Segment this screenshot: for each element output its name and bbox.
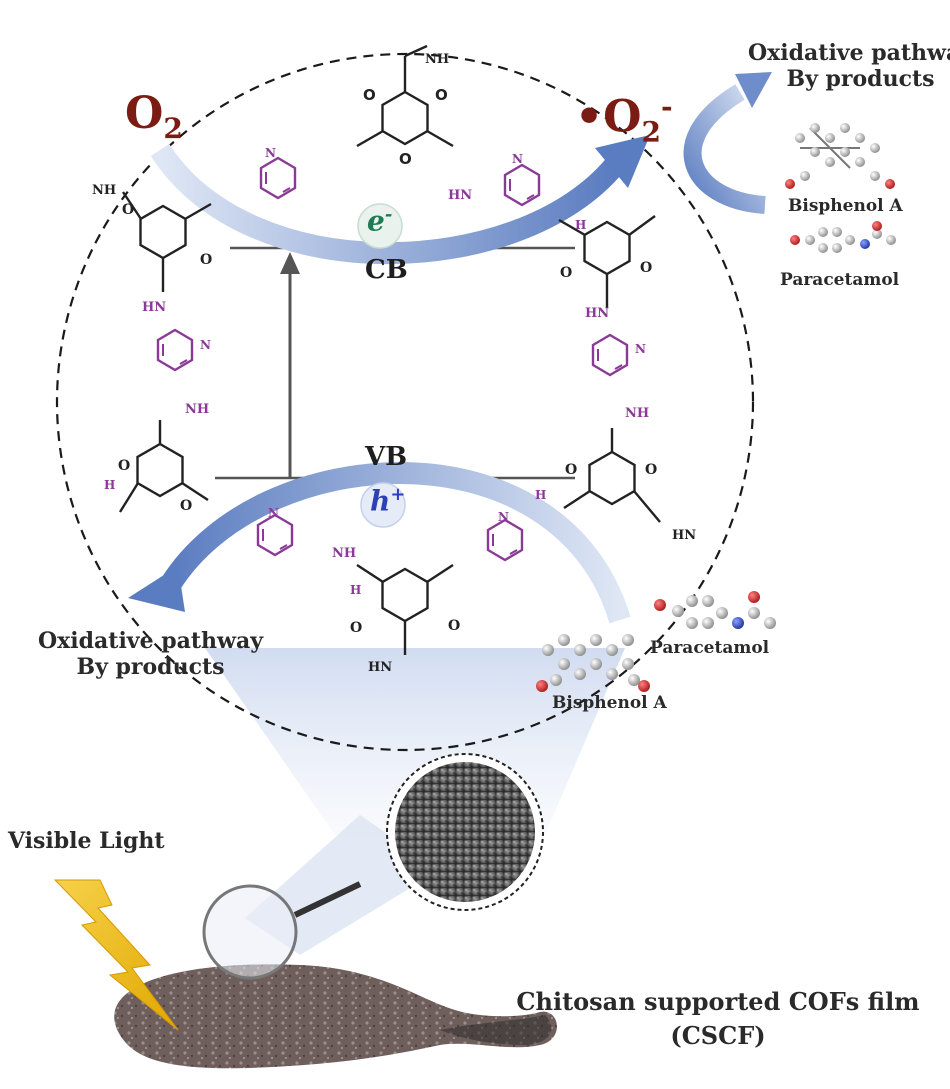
cof-ring-left-bottom xyxy=(118,420,209,513)
h-label-1: H xyxy=(575,218,587,232)
cof-ring-bottom xyxy=(356,563,454,655)
bisphenol-a-molecule-top xyxy=(785,123,895,189)
svg-text:O: O xyxy=(363,86,376,104)
excitation-arrowhead xyxy=(280,252,300,274)
n-label-1: N xyxy=(265,146,276,160)
cscf-film xyxy=(114,964,557,1069)
bisphenol-a-label-bottom: Bisphenol A xyxy=(552,693,667,713)
electron-symbol: e xyxy=(367,204,385,238)
cof-ring-right-top xyxy=(558,215,656,308)
oxidative-pathway-top-line2: By products xyxy=(786,66,935,92)
n-label-6: N xyxy=(498,510,509,524)
nh-label-top: NH xyxy=(425,52,450,67)
o-label-bottom-2: O xyxy=(448,618,461,634)
nh-label-left-low: NH xyxy=(185,402,210,417)
hn-label-left: HN xyxy=(142,300,167,315)
svg-text:O: O xyxy=(399,150,412,168)
electron-charge: - xyxy=(384,204,393,225)
hn-label-top-right: HN xyxy=(448,188,473,203)
h-label-3: H xyxy=(535,488,547,502)
hole-charge: + xyxy=(390,484,406,505)
n-label-5: N xyxy=(268,506,279,520)
h-label-4: H xyxy=(350,583,362,597)
paracetamol-label-top: Paracetamol xyxy=(780,270,900,290)
cof-ring-right-bottom xyxy=(563,428,661,523)
sem-particle-icon xyxy=(395,762,535,902)
svg-text:O: O xyxy=(435,86,448,104)
nh-label-right: NH xyxy=(625,406,650,421)
pollutant-to-byproduct-arrow xyxy=(683,84,766,214)
nh-label-left: NH xyxy=(92,183,117,198)
hn-label-right: HN xyxy=(585,306,610,321)
linker-bottom-left xyxy=(256,513,294,557)
linker-right xyxy=(591,333,629,377)
byproduct-arrowhead xyxy=(735,72,772,108)
cof-ring-left-top xyxy=(122,191,212,292)
bisphenol-a-label-top: Bisphenol A xyxy=(788,196,903,216)
superoxide-label: •O2- xyxy=(575,90,673,148)
paracetamol-molecule-bottom xyxy=(654,591,776,629)
lightning-icon xyxy=(53,879,179,1031)
electron-transfer-arrow xyxy=(150,143,624,265)
paracetamol-molecule-top xyxy=(790,221,896,253)
electron-badge xyxy=(357,203,403,249)
conduction-band-label: CB xyxy=(365,255,408,285)
o-label-right-1: O xyxy=(560,265,573,281)
o-label-left-1: O xyxy=(122,202,135,218)
n-label-3: N xyxy=(200,338,211,352)
hole-arrowhead xyxy=(128,566,185,612)
film-tail-shadow xyxy=(440,1015,552,1046)
oxidative-pathway-bottom: Oxidative pathway By products xyxy=(38,628,263,680)
cof-framework-boundary xyxy=(55,52,755,752)
hole-oxidation-arrow xyxy=(160,462,631,624)
electron-label: e- xyxy=(367,204,392,237)
oxygen-label: O2 xyxy=(125,88,183,145)
linker-left xyxy=(156,328,194,372)
superoxide-superscript: - xyxy=(660,90,673,123)
oxidative-pathway-bottom-line1: Oxidative pathway xyxy=(38,628,264,654)
visible-light-label: Visible Light xyxy=(8,828,165,854)
oxidative-pathway-bottom-line2: By products xyxy=(76,654,225,680)
oxidative-pathway-top: Oxidative pathway By products xyxy=(748,40,950,92)
hole-badge xyxy=(360,482,406,528)
linker-top-left xyxy=(259,156,297,200)
cscf-label-name: Chitosan supported COFs film xyxy=(516,987,920,1016)
oxygen-subscript: 2 xyxy=(163,111,183,145)
valence-band-label: VB xyxy=(365,442,408,472)
hn-label-bottom-right: HN xyxy=(672,528,697,543)
paracetamol-label-bottom: Paracetamol xyxy=(650,638,770,658)
o-label-right-4: O xyxy=(645,462,658,478)
n-label-2: N xyxy=(512,152,523,166)
linker-top-right xyxy=(503,163,541,207)
nh-label-bottom: NH xyxy=(332,546,357,561)
o-label-right-3: O xyxy=(565,462,578,478)
cscf-label: Chitosan supported COFs film (CSCF) xyxy=(508,985,928,1053)
superoxide-subscript: 2 xyxy=(641,115,661,149)
bisphenol-a-molecule-bottom xyxy=(536,634,650,692)
superoxide-symbol: •O xyxy=(575,91,642,143)
hole-symbol: h xyxy=(370,484,391,518)
oxidative-pathway-top-line1: Oxidative pathway xyxy=(748,40,950,66)
h-label-2: H xyxy=(104,478,116,492)
o-label-right-2: O xyxy=(640,260,653,276)
n-label-4: N xyxy=(635,342,646,356)
o-label-bottom-1: O xyxy=(350,620,363,636)
o-label-left-2: O xyxy=(200,252,213,268)
hn-label-bottom: HN xyxy=(368,660,393,675)
cscf-label-abbrev: (CSCF) xyxy=(670,1021,766,1050)
hole-label: h+ xyxy=(370,484,405,517)
oxygen-symbol: O xyxy=(125,88,164,139)
magnifier-icon xyxy=(202,881,362,980)
o-label-left-3: O xyxy=(118,458,131,474)
cof-ring-top: O O O xyxy=(356,44,454,168)
linker-bottom-right xyxy=(486,518,524,562)
o-label-left-4: O xyxy=(180,498,193,514)
electron-arrowhead xyxy=(595,135,650,188)
